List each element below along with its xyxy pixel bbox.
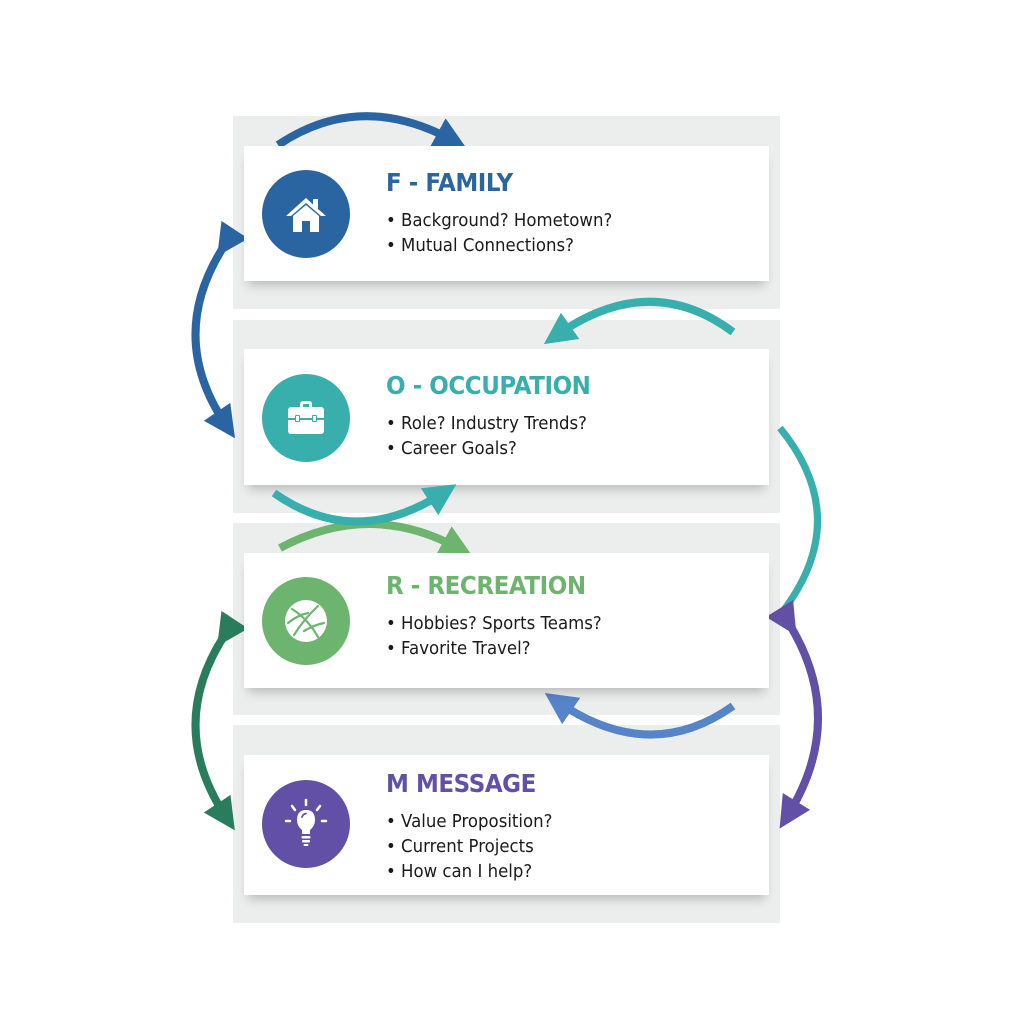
family-icon-circle xyxy=(262,170,350,258)
occupation-title: O - OCCUPATION xyxy=(386,371,591,400)
recreation-card: R - RECREATION Hobbies? Sports Teams? Fa… xyxy=(244,553,769,688)
lightbulb-icon xyxy=(284,798,328,846)
recreation-title: R - RECREATION xyxy=(386,571,586,600)
house-icon xyxy=(286,198,326,232)
message-bullet: Current Projects xyxy=(386,834,552,859)
family-bullets: Background? Hometown? Mutual Connections… xyxy=(386,208,612,258)
family-occupation-left-arrow xyxy=(191,220,249,439)
occupation-card: O - OCCUPATION Role? Industry Trends? Ca… xyxy=(244,349,769,485)
occupation-bullet: Role? Industry Trends? xyxy=(386,411,587,436)
message-icon-circle xyxy=(262,780,350,868)
family-bullet: Background? Hometown? xyxy=(386,208,612,233)
recreation-bullets: Hobbies? Sports Teams? Favorite Travel? xyxy=(386,611,602,661)
basketball-icon xyxy=(285,600,327,642)
briefcase-icon xyxy=(288,401,324,434)
message-card: M MESSAGE Value Proposition? Current Pro… xyxy=(244,755,769,895)
message-bullet: Value Proposition? xyxy=(386,809,552,834)
occupation-bullet: Career Goals? xyxy=(386,436,587,461)
family-bullet: Mutual Connections? xyxy=(386,233,612,258)
recreation-bullet: Hobbies? Sports Teams? xyxy=(386,611,602,636)
recreation-message-left-arrow xyxy=(191,610,249,831)
occupation-bullets: Role? Industry Trends? Career Goals? xyxy=(386,411,587,461)
occupation-icon-circle xyxy=(262,374,350,462)
family-title: F - FAMILY xyxy=(386,168,513,197)
recreation-message-right-arrow xyxy=(765,599,822,829)
message-bullet: How can I help? xyxy=(386,859,552,884)
recreation-icon-circle xyxy=(262,577,350,665)
message-bullets: Value Proposition? Current Projects How … xyxy=(386,809,552,884)
message-title: M MESSAGE xyxy=(386,769,536,798)
family-card: F - FAMILY Background? Hometown? Mutual … xyxy=(244,146,769,281)
occupation-recreation-right-arrow xyxy=(777,425,821,618)
recreation-bullet: Favorite Travel? xyxy=(386,636,602,661)
